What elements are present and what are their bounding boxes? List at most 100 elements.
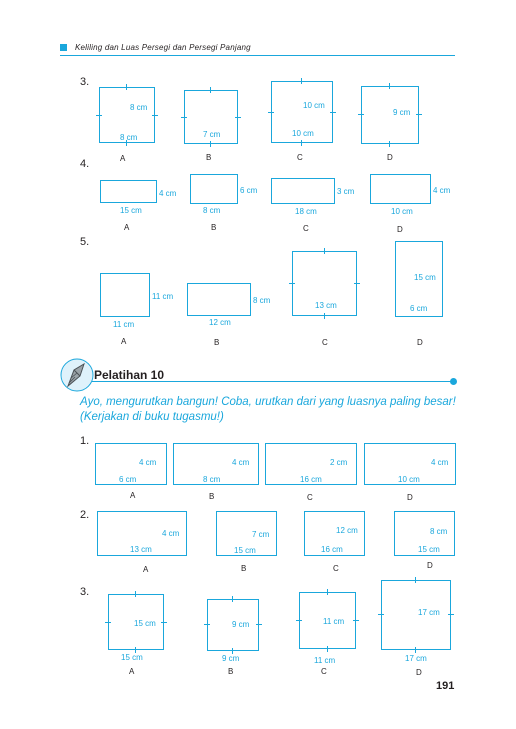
shape-label: B — [211, 223, 217, 232]
rectangle-shape — [395, 241, 443, 317]
dimension-label: 9 cm — [393, 108, 411, 117]
rectangle-shape — [100, 180, 157, 203]
tick-mark — [324, 313, 325, 319]
tick-mark — [152, 115, 158, 116]
shape-label: A — [129, 667, 135, 676]
dimension-label: 15 cm — [121, 653, 143, 662]
dimension-label: 4 cm — [162, 529, 180, 538]
shape-label: A — [124, 223, 130, 232]
section-rule — [92, 381, 454, 382]
shape-label: B — [241, 564, 247, 573]
shape-label: C — [297, 153, 303, 162]
shape-label: D — [417, 338, 423, 347]
dimension-label: 17 cm — [418, 608, 440, 617]
rectangle-shape — [364, 443, 456, 485]
tick-mark — [256, 624, 262, 625]
question-number: 1. — [80, 435, 90, 447]
question-number: 3. — [80, 586, 90, 598]
question-number: 5. — [80, 236, 90, 248]
dimension-label: 7 cm — [252, 530, 270, 539]
dimension-label: 8 cm — [130, 103, 148, 112]
dimension-label: 13 cm — [315, 301, 337, 310]
tick-mark — [378, 614, 384, 615]
dimension-label: 15 cm — [414, 273, 436, 282]
dimension-label: 12 cm — [336, 526, 358, 535]
dimension-label: 11 cm — [323, 617, 345, 626]
square-shape — [381, 580, 451, 650]
instruction-text: Ayo, mengurutkan bangun! Coba, urutkan d… — [80, 395, 470, 425]
section-title: Pelatihan 10 — [94, 368, 165, 382]
header-rule — [60, 55, 455, 56]
shape-label: D — [416, 668, 422, 677]
tick-mark — [389, 141, 390, 147]
question-number: 3. — [80, 76, 90, 88]
shape-label: B — [206, 153, 212, 162]
shape-label: D — [387, 153, 393, 162]
question-number: 4. — [80, 158, 90, 170]
tick-mark — [235, 117, 241, 118]
tick-mark — [358, 114, 364, 115]
dimension-label: 15 cm — [120, 206, 142, 215]
instruction-line: Ayo, mengurutkan bangun! Coba, urutkan d… — [80, 396, 456, 408]
dimension-label: 16 cm — [300, 475, 322, 484]
dimension-label: 8 cm — [253, 296, 271, 305]
dimension-label: 10 cm — [303, 101, 325, 110]
dimension-label: 15 cm — [418, 545, 440, 554]
dimension-label: 8 cm — [203, 206, 221, 215]
dimension-label: 9 cm — [222, 654, 240, 663]
tick-mark — [126, 84, 127, 90]
rectangle-shape — [190, 174, 238, 204]
shape-label: C — [321, 667, 327, 676]
tick-mark — [105, 622, 111, 623]
tick-mark — [268, 112, 274, 113]
dimension-label: 3 cm — [337, 187, 355, 196]
tick-mark — [135, 591, 136, 597]
shape-label: B — [214, 338, 220, 347]
shape-label: D — [397, 225, 403, 234]
rectangle-shape — [216, 511, 277, 556]
rectangle-shape — [265, 443, 357, 485]
square-shape — [361, 86, 419, 144]
tick-mark — [415, 577, 416, 583]
tick-mark — [296, 620, 302, 621]
dimension-label: 7 cm — [203, 130, 221, 139]
tick-mark — [210, 141, 211, 147]
rectangle-shape — [100, 273, 150, 317]
shape-label: B — [228, 667, 234, 676]
shape-label: A — [120, 154, 126, 163]
tick-mark — [232, 596, 233, 602]
page-number: 191 — [436, 680, 455, 692]
tick-mark — [181, 117, 187, 118]
shape-label: D — [407, 493, 413, 502]
dimension-label: 15 cm — [234, 546, 256, 555]
tick-mark — [327, 589, 328, 595]
dimension-label: 2 cm — [330, 458, 348, 467]
dimension-label: 8 cm — [120, 133, 138, 142]
tick-mark — [126, 140, 127, 146]
dimension-label: 4 cm — [431, 458, 449, 467]
dimension-label: 4 cm — [139, 458, 157, 467]
dimension-label: 6 cm — [410, 304, 428, 313]
tick-mark — [204, 624, 210, 625]
rectangle-shape — [173, 443, 259, 485]
shape-label: A — [143, 565, 149, 574]
dimension-label: 6 cm — [119, 475, 137, 484]
tick-mark — [301, 78, 302, 84]
tick-mark — [232, 648, 233, 654]
dimension-label: 6 cm — [240, 186, 258, 195]
tick-mark — [289, 283, 295, 284]
rectangle-shape — [97, 511, 187, 556]
dimension-label: 16 cm — [321, 545, 343, 554]
dimension-label: 8 cm — [203, 475, 221, 484]
tick-mark — [301, 140, 302, 146]
dimension-label: 4 cm — [159, 189, 177, 198]
shape-label: C — [303, 224, 309, 233]
rectangle-shape — [271, 178, 335, 204]
running-header: Keliling dan Luas Persegi dan Persegi Pa… — [75, 43, 251, 52]
dimension-label: 4 cm — [232, 458, 250, 467]
dimension-label: 10 cm — [391, 207, 413, 216]
rectangle-shape — [370, 174, 431, 204]
rectangle-shape — [394, 511, 455, 556]
tick-mark — [389, 83, 390, 89]
rectangle-shape — [304, 511, 365, 556]
